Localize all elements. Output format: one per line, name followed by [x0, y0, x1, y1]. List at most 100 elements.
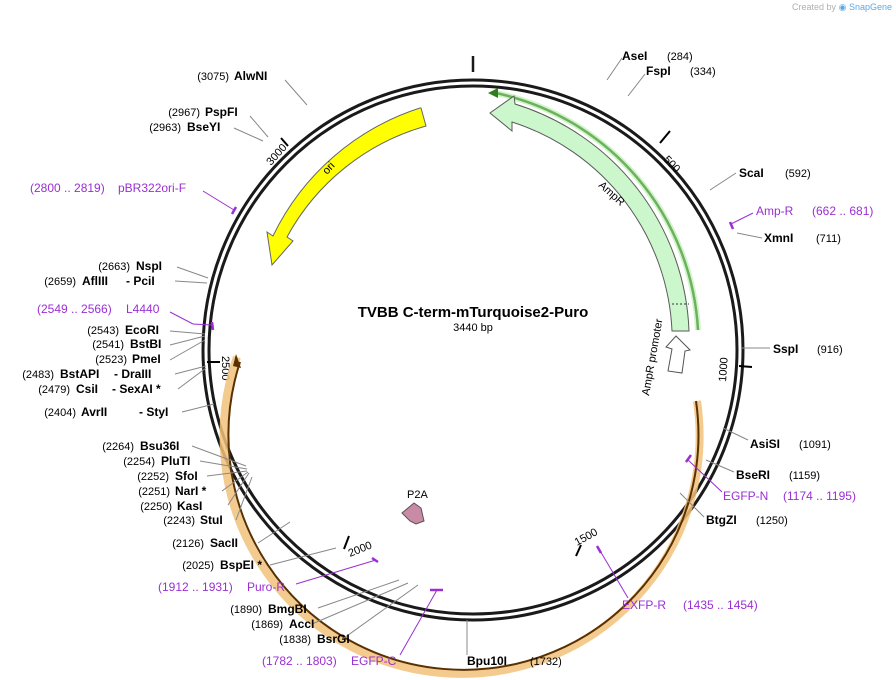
site-scai: ScaI (592): [709, 166, 811, 191]
site-sspi: SspI (916): [741, 342, 843, 356]
site-position: (2243): [163, 515, 195, 527]
site-bseyi: (2963) BseYI: [149, 120, 264, 142]
site-name: KasI: [177, 499, 202, 513]
site-asei: AseI (284): [606, 49, 693, 81]
site-position: (2963): [149, 122, 181, 134]
site-name: NarI *: [175, 484, 207, 498]
site-position: (2025): [182, 560, 214, 572]
tick-2000: 2000: [343, 535, 374, 560]
site-name: EcoRI: [125, 323, 159, 337]
primer-range: (1912 .. 1931): [158, 580, 233, 594]
site-position: (2663): [98, 261, 130, 273]
site-afliii-pcii: (2659) AflIII - PciI: [44, 274, 208, 288]
site-position: (2523): [95, 354, 127, 366]
backbone-inner: [207, 84, 739, 616]
site-acci: (1869) AccI: [251, 582, 409, 631]
site-position: (2126): [172, 538, 204, 550]
site-bpu10i: Bpu10I (1732): [466, 620, 562, 668]
site-name: NspI: [136, 259, 162, 273]
site-sfoi: (2252) SfoI: [137, 469, 248, 483]
primer-name: pBR322ori-F: [118, 181, 186, 195]
site-nspi: (2663) NspI: [98, 259, 209, 279]
tick-1500: 1500: [573, 526, 600, 557]
site-name: BstBI: [130, 337, 161, 351]
site-bstapi-draiii: (2483) BstAPI - DraIII: [22, 365, 207, 381]
site-btgzi: BtgZI (1250): [679, 492, 788, 527]
site-position: (711): [816, 233, 841, 245]
site-name: AlwNI: [234, 69, 267, 83]
site-bstbi: (2541) BstBI: [92, 335, 206, 351]
site-position: (3075): [197, 71, 229, 83]
site-bsu36i: (2264) Bsu36I: [102, 439, 247, 467]
site-position: (2967): [168, 107, 200, 119]
site-name: BmgBI: [268, 602, 307, 616]
site-kasi: (2250) KasI: [140, 472, 250, 513]
site-name: Bsu36I: [140, 439, 179, 453]
site-avrii-styi: (2404) AvrII - StyI: [44, 403, 215, 419]
primer-puro-r: (1912 .. 1931) Puro-R: [158, 556, 379, 594]
site-bmgbi: (1890) BmgBI: [230, 579, 400, 616]
tick-label-1500: 1500: [573, 526, 600, 548]
primer-range: (2549 .. 2566): [37, 302, 112, 316]
primer-range: (1435 .. 1454): [683, 598, 758, 612]
ori-feature: [266, 107, 427, 267]
primer-name: L4440: [126, 302, 160, 316]
site-name: Bpu10I: [467, 654, 507, 668]
site-name-2: - StyI: [139, 405, 168, 419]
site-name: AccI: [289, 617, 314, 631]
site-asisi: AsiSI (1091): [722, 427, 831, 451]
primer-exfp-r: EXFP-R (1435 .. 1454): [595, 545, 758, 612]
insert-highlight: [219, 355, 704, 678]
site-xmni: XmnI (711): [736, 231, 841, 245]
primer-range: (2800 .. 2819): [30, 181, 105, 195]
site-position: (1732): [530, 656, 562, 668]
tick-label-500: 500: [661, 154, 682, 176]
site-name-2: - DraIII: [114, 367, 151, 381]
site-name-2: - PciI: [126, 274, 155, 288]
site-position: (916): [817, 344, 843, 356]
primer-name: EXFP-R: [622, 598, 666, 612]
site-position: (284): [667, 51, 693, 63]
site-position: (1838): [279, 634, 311, 646]
site-alwni: (3075) AlwNI: [197, 69, 308, 106]
site-name: XmnI: [764, 231, 793, 245]
primer-name: Amp-R: [756, 204, 794, 218]
site-position: (2404): [44, 407, 76, 419]
site-name: AsiSI: [750, 437, 780, 451]
site-bsrgi: (1838) BsrGI: [279, 584, 419, 646]
site-position: (1159): [789, 470, 820, 482]
site-position: (592): [785, 168, 811, 180]
site-position: (2659): [44, 276, 76, 288]
site-name: BtgZI: [706, 513, 737, 527]
p2a-feature: [401, 502, 425, 525]
primer-range: (1782 .. 1803): [262, 654, 337, 668]
primer-name: Puro-R: [247, 580, 285, 594]
primer-range: (1174 .. 1195): [783, 489, 856, 503]
site-name: CsiI: [76, 382, 98, 396]
site-name-2: - SexAI *: [112, 382, 161, 396]
site-pluti: (2254) PluTI: [123, 454, 248, 470]
primer-name: EGFP-C: [351, 654, 397, 668]
p2a-label: P2A: [407, 489, 428, 501]
site-name: AflIII: [82, 274, 108, 288]
site-nari: (2251) NarI *: [138, 471, 249, 498]
site-position: (2252): [137, 471, 169, 483]
ampr-promoter-arrow: [665, 335, 692, 374]
site-ecori: (2543) EcoRI: [87, 323, 206, 337]
site-position: (2541): [92, 339, 124, 351]
ampr-feature: [489, 95, 690, 332]
site-position: (2483): [22, 369, 54, 381]
site-name: BstAPI: [60, 367, 99, 381]
primer-amp-r: Amp-R (662 .. 681): [728, 204, 873, 230]
tick-label-2000: 2000: [347, 539, 374, 559]
tick-label-1000: 1000: [717, 357, 731, 382]
site-name: AseI: [622, 49, 647, 63]
plasmid-length: 3440 bp: [453, 322, 493, 334]
snapgene-watermark: Created by ◉ SnapGene: [792, 2, 892, 13]
site-name: BsrGI: [317, 632, 350, 646]
site-pmei: (2523) PmeI: [95, 339, 206, 366]
site-position: (2250): [140, 501, 172, 513]
site-csii-sexai: (2479) CsiI - SexAI *: [38, 367, 207, 396]
primer-name: EGFP-N: [723, 489, 768, 503]
